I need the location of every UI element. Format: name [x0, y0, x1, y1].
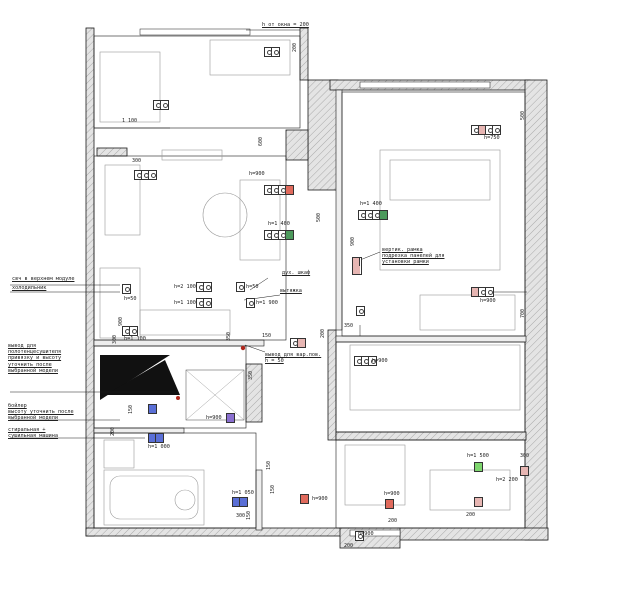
dimension-label: 1 100: [122, 118, 138, 124]
socket-group: [264, 185, 294, 195]
socket-group: [352, 257, 362, 275]
dimension-label: 900: [350, 236, 356, 246]
dimension-label: 500: [520, 110, 526, 120]
dimension-label: 200: [110, 426, 116, 436]
bed-frame-note: вертик. рамка подрезка панелей для устан…: [382, 247, 445, 266]
height-label: h=900: [358, 531, 374, 537]
socket-group: [520, 466, 529, 476]
socket-group: [246, 298, 255, 308]
boiler-note: бойлер высоту уточнить после выбранной м…: [8, 403, 74, 422]
socket-group: [226, 413, 235, 423]
socket-group: [196, 298, 212, 308]
dimension-label: 200: [320, 328, 326, 338]
socket-group: [385, 499, 394, 509]
height-label: h=50: [246, 284, 259, 290]
niche: [100, 355, 245, 421]
socket-group: [471, 125, 501, 135]
room-outlines: [93, 35, 526, 529]
socket-group: [122, 284, 131, 294]
dimension-label: 350: [248, 370, 254, 380]
dimension-label: 150: [128, 404, 134, 414]
towel-outlet-marker: [176, 396, 180, 400]
dimension-label: 150: [246, 510, 252, 520]
socket-group: [196, 282, 212, 292]
dimension-label: 350: [226, 331, 232, 341]
dimension-label: 900: [118, 316, 124, 326]
socket-group: [236, 282, 245, 292]
socket-group: [134, 170, 157, 180]
socket-group: [300, 494, 309, 504]
dimension-label: 300: [112, 334, 118, 344]
socket-group: [290, 338, 306, 348]
dimension-label: 150: [262, 333, 272, 339]
socket-group: [355, 531, 364, 541]
height-label: h=1 000: [148, 444, 170, 450]
dimension-label: 200: [344, 543, 354, 549]
height-label: h=900: [249, 171, 265, 177]
height-label: h=900: [372, 358, 388, 364]
socket-group: [153, 100, 169, 110]
height-label: h=1 400: [268, 221, 290, 227]
dimension-label: 300: [132, 158, 142, 164]
hood-note: вытяжка: [280, 288, 302, 294]
socket-group: [148, 433, 164, 443]
height-label: h=2 100: [174, 284, 196, 290]
height-label: h=1 400: [360, 201, 382, 207]
washer-note: стиральная + сушильная машина: [8, 427, 58, 440]
height-label: h=750: [484, 135, 500, 141]
socket-group: [474, 462, 483, 472]
socket-group: [471, 287, 494, 297]
height-label: h=1 100: [174, 300, 196, 306]
height-label: h=900: [206, 415, 222, 421]
socket-group: [122, 326, 138, 336]
socket-group: [264, 47, 280, 57]
water-outlet-marker: [240, 345, 246, 351]
height-label: h=2 200: [496, 477, 518, 483]
height-label: h=1 500: [467, 453, 489, 459]
dimension-label: 200: [466, 512, 476, 518]
dimension-label: 150: [270, 484, 276, 494]
faucet-note: вывод для вар.пов. h = 50: [265, 352, 322, 365]
microwave-note: свч в верхнем модуле: [12, 276, 75, 282]
socket-group: [474, 497, 483, 507]
oven-note: дух. шкаф: [282, 270, 311, 276]
dimension-label: 200: [292, 42, 298, 52]
height-label: h=50: [124, 296, 137, 302]
dimension-label: 300: [236, 513, 246, 519]
socket-group: [356, 306, 365, 316]
dimension-label: 200: [388, 518, 398, 524]
height-label: h=1 050: [232, 490, 254, 496]
height-label: h=900: [312, 496, 328, 502]
window-height-note: h от окна = 200: [262, 22, 309, 28]
dimension-label: 300: [520, 453, 530, 459]
socket-group: [354, 356, 377, 366]
dimension-label: 700: [520, 308, 526, 318]
socket-group: [232, 497, 248, 507]
socket-group: [358, 210, 388, 220]
dimension-label: 500: [316, 212, 322, 222]
socket-group: [264, 230, 294, 240]
height-label: h=900: [480, 298, 496, 304]
height-label: h=1 100: [124, 336, 146, 342]
towel-rail-note: вывод для полотенцесушителя привязку и в…: [8, 343, 62, 374]
dimension-label: 600: [258, 136, 264, 146]
windows: [139, 28, 491, 537]
fridge-note: холодильник: [12, 285, 47, 291]
dimension-label: 350: [344, 323, 354, 329]
height-label: h=900: [384, 491, 400, 497]
dimension-label: 150: [266, 460, 272, 470]
height-label: h=1 900: [256, 300, 278, 306]
socket-group: [148, 404, 157, 414]
